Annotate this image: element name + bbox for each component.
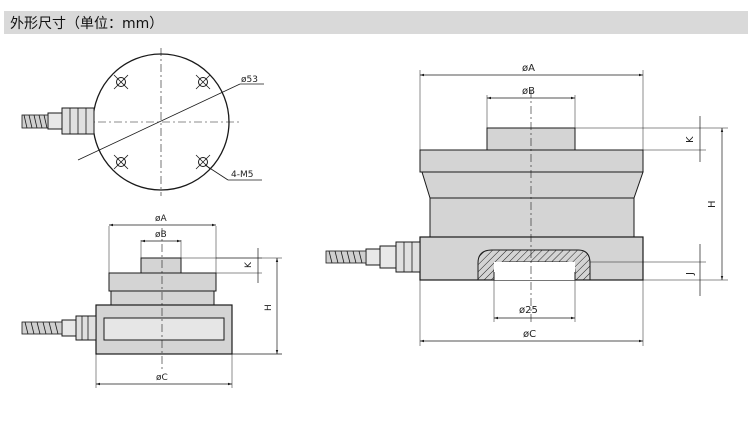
cable-connector-large [325, 241, 421, 273]
thread-label: 4-M5 [231, 170, 253, 180]
dim-bore-label: ø25 [519, 305, 538, 316]
dim-h-label-small: H [264, 304, 274, 311]
dim-h-label-large: H [707, 200, 718, 208]
bolt-hole [113, 74, 129, 90]
cable-connector [47, 107, 95, 135]
diameter-leader [77, 83, 241, 161]
section-header: 外形尺寸（单位：mm） [4, 11, 748, 34]
taper-large [421, 171, 644, 199]
cable [21, 114, 49, 129]
mid-body-large [429, 197, 635, 238]
front-view-small: øA øB K H øC [21, 214, 282, 388]
flange [108, 272, 217, 292]
dim-a-label-small: øA [155, 214, 168, 224]
thread-leader [204, 164, 229, 181]
neck [110, 290, 215, 306]
bolt-hole [195, 74, 211, 90]
front-view-large: øA øB K H J ø25 øC [325, 63, 728, 346]
top-view: ø53 4-M5 [21, 48, 264, 196]
dim-k-label-large: K [685, 136, 696, 143]
flange-large [419, 149, 644, 173]
dim-a-label-large: øA [522, 63, 535, 74]
section-title: 外形尺寸（单位：mm） [10, 16, 164, 32]
diameter-53-label: ø53 [241, 75, 258, 85]
bolt-hole [113, 154, 129, 170]
cable-connector-small [21, 315, 97, 341]
dim-b-label-large: øB [522, 86, 535, 97]
dim-b-label-small: øB [155, 230, 167, 240]
top-cap [140, 257, 182, 274]
bore-cavity [494, 262, 575, 280]
dim-c-label-large: øC [523, 329, 536, 340]
dim-c-label-small: øC [156, 373, 168, 383]
dim-j-label-large: J [685, 272, 696, 276]
top-view-outer-circle [92, 53, 230, 191]
dim-k-label-small: K [244, 261, 254, 268]
base-panel [103, 317, 225, 341]
